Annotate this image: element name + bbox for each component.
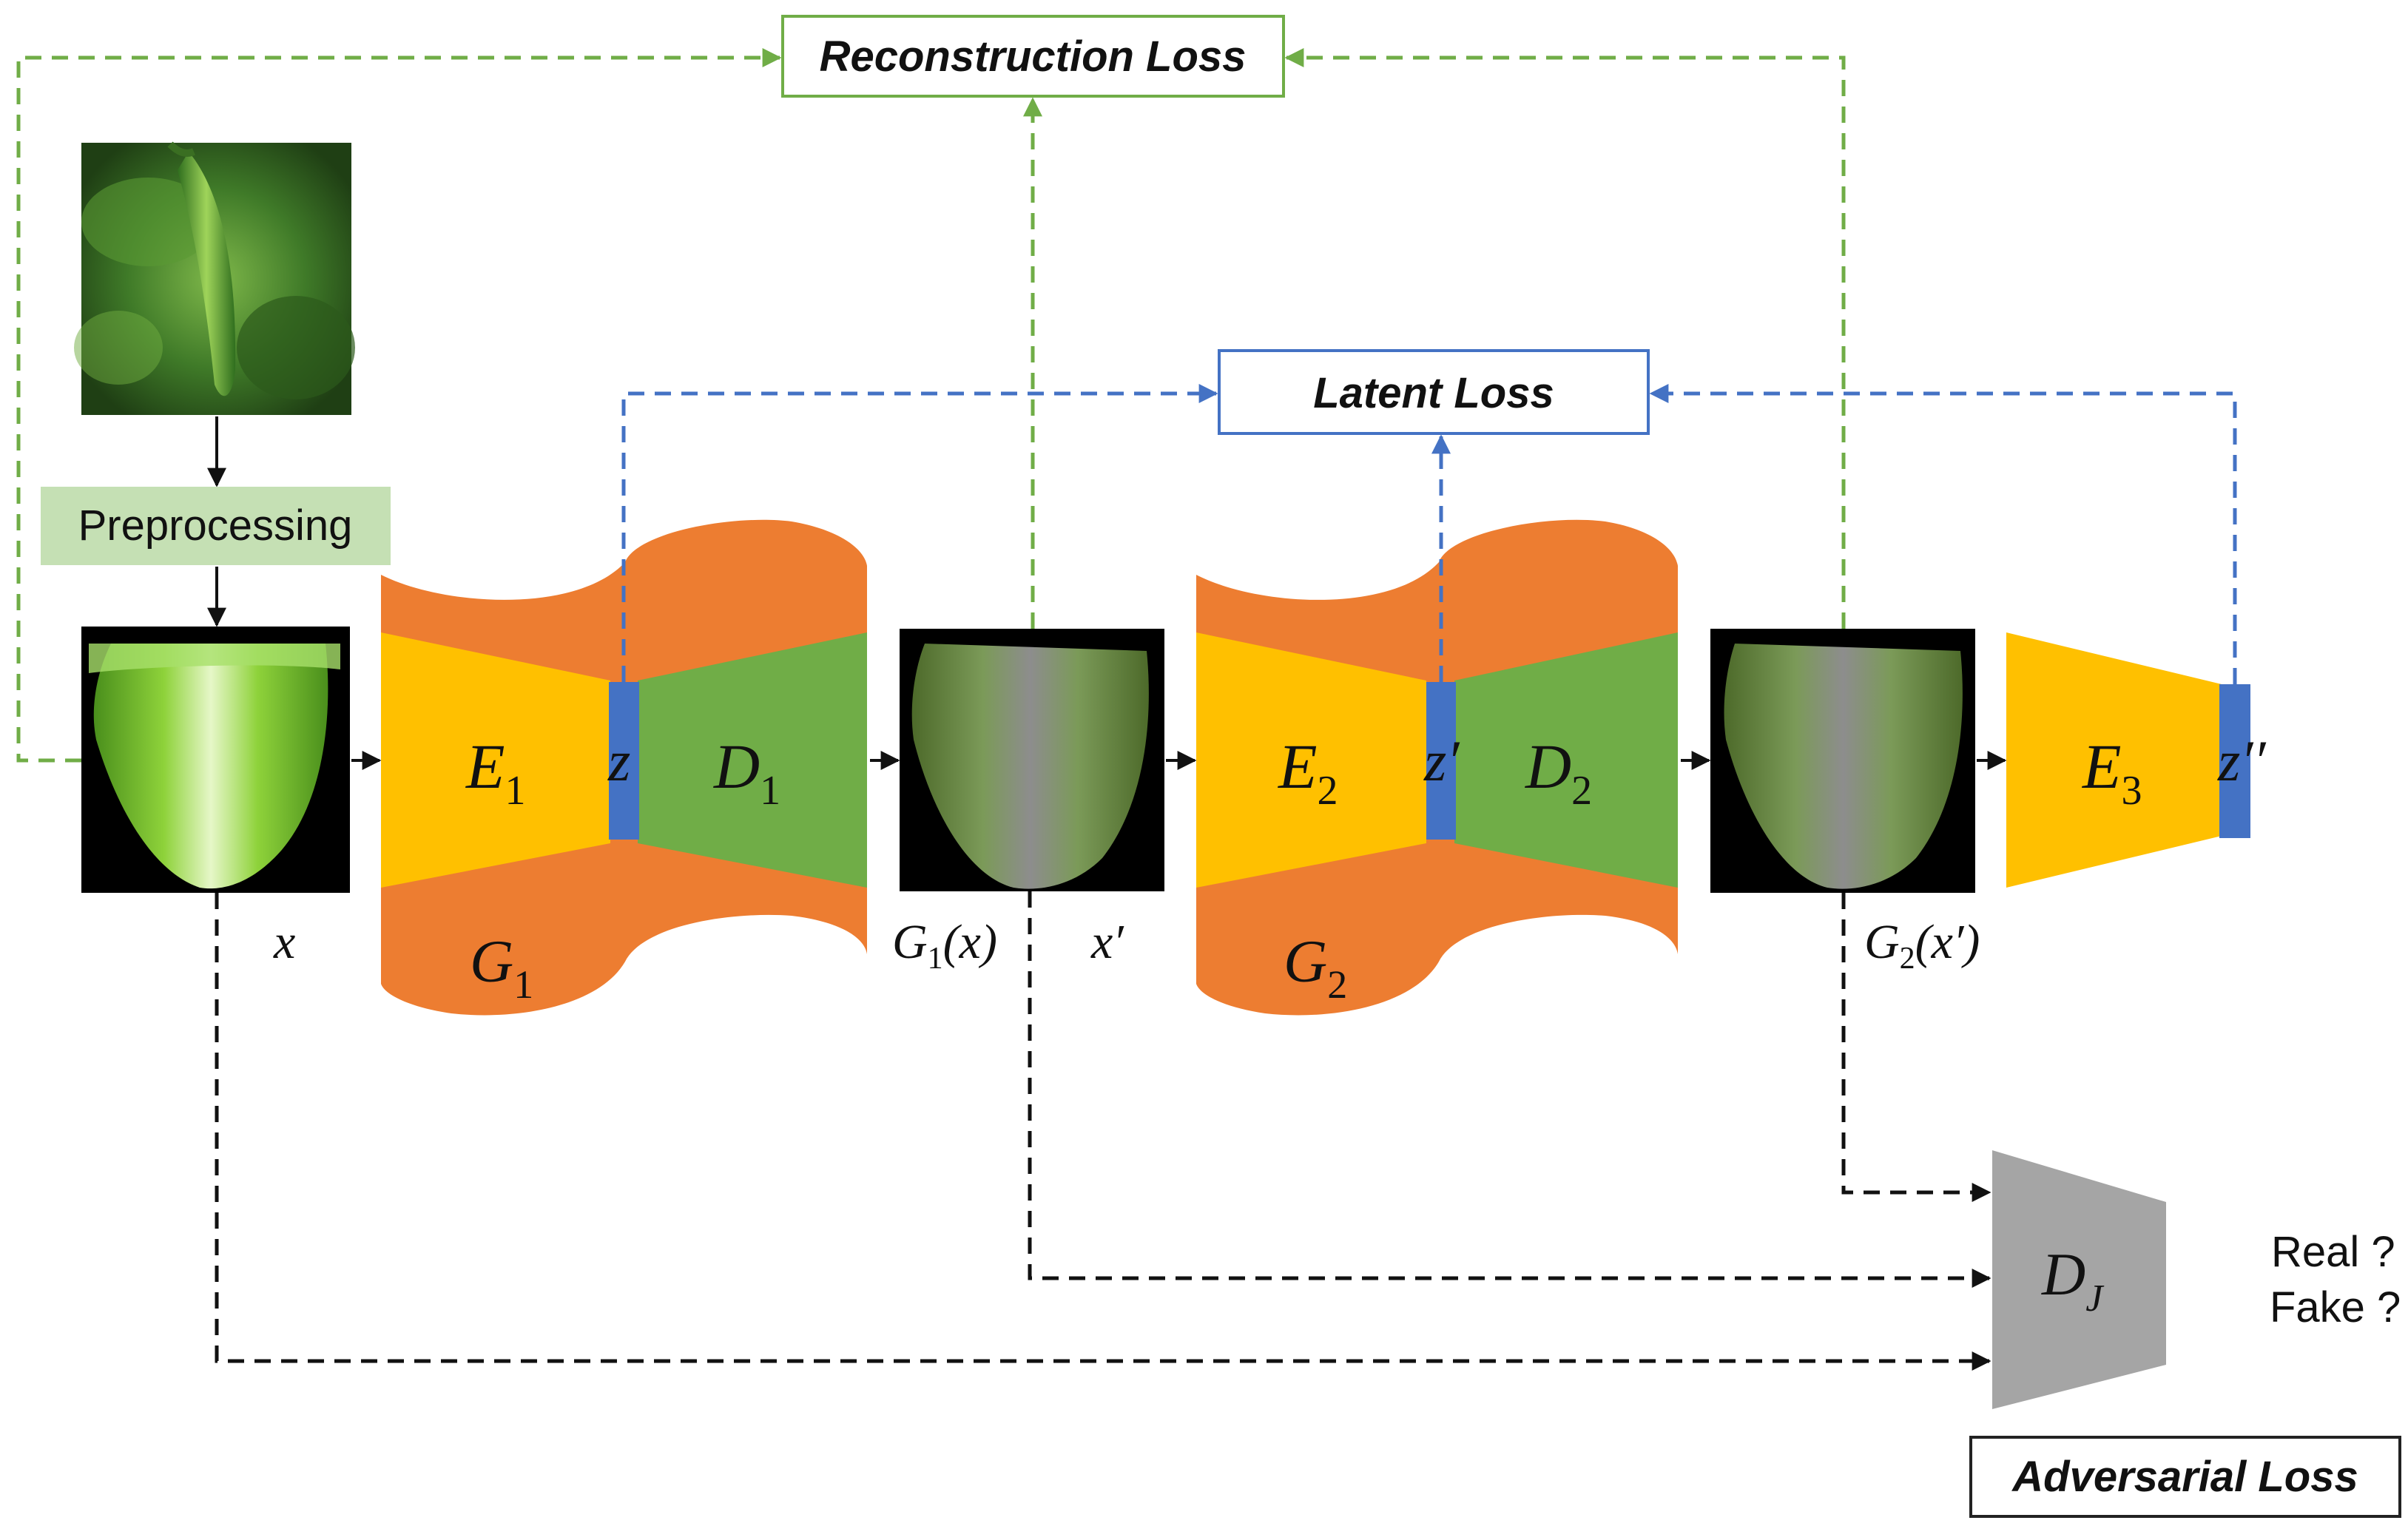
encoder-e3-group: [2006, 632, 2250, 888]
decoder-d1: [638, 632, 867, 888]
adversarial-loss-box: Adversarial Loss: [1969, 1436, 2401, 1518]
real-label: Real ?: [2271, 1228, 2395, 1276]
adv-arrow-from-g2x: [1841, 893, 1992, 1202]
reconstruction-loss-label: Reconstruction Loss: [820, 33, 1247, 81]
reconstructed-image-g2x: [1710, 629, 1975, 893]
reconstruction-loss-box: Reconstruction Loss: [781, 15, 1285, 98]
generator-g1: [381, 519, 867, 1016]
g1x-label: G1(x): [892, 915, 997, 976]
e1-label: E1: [465, 731, 526, 814]
latent-z-double-prime: [2219, 684, 2250, 838]
latent-z: [609, 682, 639, 840]
encoder-e3: [2006, 632, 2222, 888]
encoder-e2: [1196, 632, 1426, 888]
latent-z-prime: [1426, 682, 1456, 840]
adv-arrow-from-g1x: [1028, 891, 1992, 1288]
recon-arrow-from-x: [16, 48, 782, 763]
latent-loss-arrows: [621, 384, 2237, 684]
adversarial-loss-label: Adversarial Loss: [2011, 1453, 2358, 1501]
input-image-x: [81, 627, 350, 893]
z-prime-label: z′: [1423, 729, 1460, 793]
original-leaf-photo: [74, 141, 355, 415]
recon-arrow-from-g2x: [1284, 48, 1846, 629]
decoder-d2: [1454, 632, 1678, 888]
latent-loss-box: Latent Loss: [1218, 349, 1650, 435]
encoder-e1: [381, 632, 610, 888]
adv-arrow-from-x: [215, 893, 1992, 1371]
reconstructed-image-g1x: [900, 629, 1164, 891]
x-prime-label: x′: [1090, 915, 1124, 969]
g2-label: G2: [1284, 928, 1347, 1007]
e3-label: E3: [2081, 731, 2142, 814]
generator-g2: [1196, 519, 1678, 1016]
latent-arrow-from-z: [621, 384, 1218, 682]
d2-label: D2: [1525, 731, 1592, 814]
z-label: z: [607, 729, 630, 793]
reconstruction-loss-arrows: [16, 48, 1846, 763]
fake-label: Fake ?: [2270, 1283, 2401, 1331]
g2x-label: G2(x′): [1864, 915, 1980, 976]
d1-label: D1: [713, 731, 780, 814]
adversarial-arrows: [215, 891, 1992, 1371]
g1-label: G1: [470, 928, 533, 1007]
e2-label: E2: [1277, 731, 1338, 814]
latent-arrow-from-z-double: [1649, 384, 2237, 684]
discriminator-dj: [1992, 1150, 2166, 1409]
preprocessing-box: Preprocessing: [41, 487, 391, 565]
preprocessing-label: Preprocessing: [78, 502, 353, 550]
z-double-prime-label: z′′: [2217, 729, 2267, 793]
latent-loss-label: Latent Loss: [1313, 369, 1554, 417]
x-label: x: [273, 915, 295, 969]
dj-label: DJ: [2041, 1240, 2105, 1320]
